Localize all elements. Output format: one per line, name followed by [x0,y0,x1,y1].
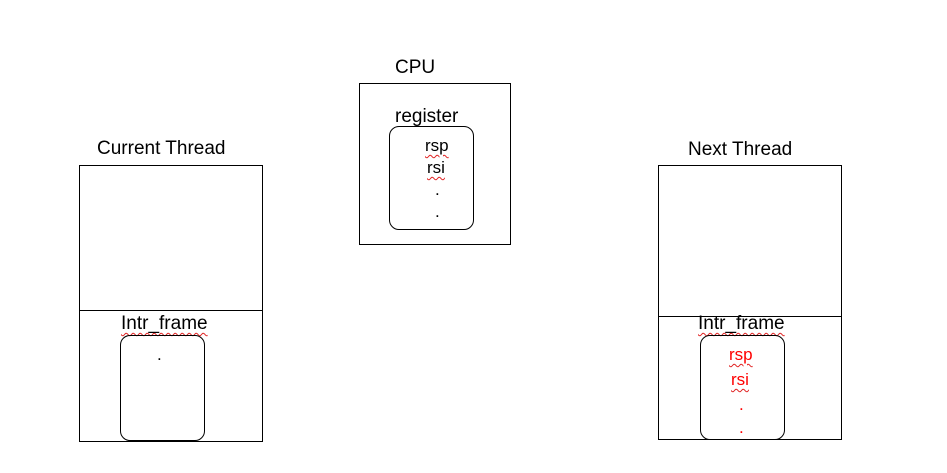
current-thread-title: Current Thread [97,138,226,159]
current-thread-frame-ellipsis: . [157,345,162,364]
cpu-register-ellipsis-1: . [435,180,440,199]
next-thread-frame-rsi: rsi [731,370,749,389]
next-thread-frame-ellipsis-2: . [739,418,744,437]
cpu-box [359,83,511,245]
next-thread-title: Next Thread [688,139,793,160]
next-thread-frame-label: Intr_frame [698,313,785,334]
cpu-register-ellipsis-2: . [435,202,440,221]
cpu-title: CPU [395,57,436,78]
cpu-register-rsi: rsi [427,158,445,177]
current-thread-frame-box [120,335,205,441]
next-thread-frame-box [700,335,785,440]
current-thread-frame-label: Intr_frame [121,313,208,334]
cpu-register-label: register [395,106,459,127]
next-thread-frame-ellipsis-1: . [739,395,744,414]
cpu-register-box [389,126,474,230]
current-thread-divider [79,310,263,311]
next-thread-frame-rsp: rsp [729,345,753,364]
current-thread-box [79,165,263,442]
cpu-register-rsp: rsp [425,136,449,155]
next-thread-divider [658,316,842,317]
